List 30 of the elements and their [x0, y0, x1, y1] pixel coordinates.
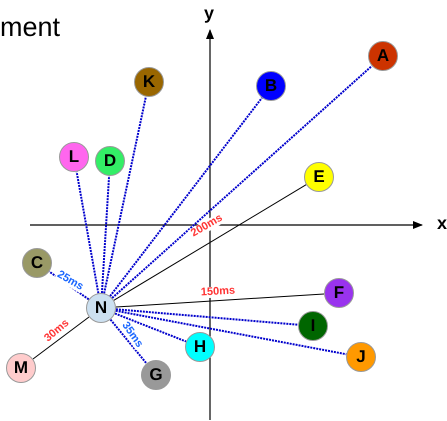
axis-label: y — [204, 3, 214, 24]
node-circle: F — [324, 278, 354, 308]
node-circle: N — [86, 293, 116, 323]
connector-line — [115, 293, 325, 308]
dotted-connector — [114, 312, 186, 342]
dotted-connector — [103, 96, 147, 294]
node-circle: C — [22, 248, 52, 278]
node-circle: A — [368, 41, 398, 71]
node-circle: K — [134, 67, 164, 97]
node-circle: L — [59, 142, 89, 172]
node-circle: J — [346, 342, 376, 372]
axis-label: x — [437, 213, 447, 234]
node-circle: G — [141, 360, 171, 390]
dotted-connector — [110, 318, 148, 364]
dotted-connector — [112, 65, 372, 299]
node-circle: H — [185, 332, 215, 362]
node-circle: I — [298, 311, 328, 341]
node-circle: D — [95, 146, 125, 176]
node-circle: E — [304, 162, 334, 192]
dotted-connector — [116, 308, 298, 326]
connector-line — [32, 316, 90, 360]
heading-text: ment — [0, 11, 60, 44]
dotted-connector — [116, 310, 346, 356]
node-circle: M — [6, 353, 36, 383]
connector-line — [113, 184, 307, 301]
dotted-connector — [100, 176, 110, 294]
dotted-connector — [76, 172, 100, 294]
dotted-connector — [109, 97, 263, 297]
edge-label: 150ms — [200, 286, 236, 298]
node-circle: B — [256, 71, 286, 101]
